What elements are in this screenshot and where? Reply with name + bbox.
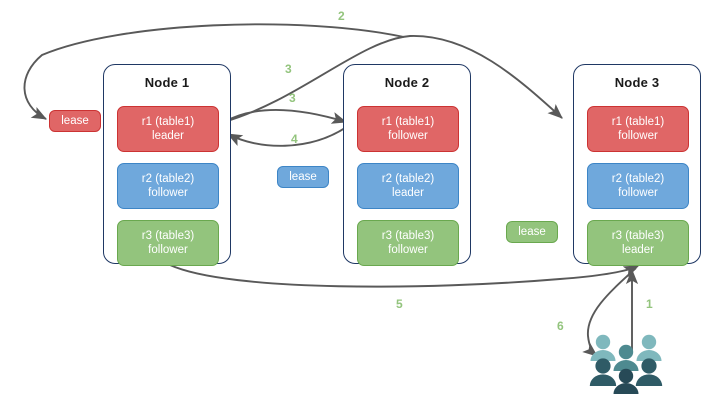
edge-4-path — [226, 125, 349, 147]
node-box-2[interactable]: Node 2 r1 (table1) follower r2 (table2) … — [343, 64, 471, 266]
edge-label-4: 4 — [291, 132, 298, 146]
replica-name: r2 (table2) — [381, 173, 435, 185]
replica-node1-r3[interactable]: r3 (table3) follower — [117, 220, 219, 266]
edge-label-2: 2 — [338, 9, 345, 23]
lease-label: lease — [61, 115, 89, 127]
replica-name: r2 (table2) — [611, 173, 665, 185]
edge-label-5: 5 — [396, 297, 403, 311]
edge-label-3-long: 3 — [285, 62, 292, 76]
lease-badge-table2[interactable]: lease — [277, 166, 329, 188]
people-group-icon — [589, 334, 663, 394]
replica-role: follower — [618, 130, 658, 142]
replica-role: follower — [148, 244, 188, 256]
replica-name: r1 (table1) — [381, 116, 435, 128]
replica-node2-r3[interactable]: r3 (table3) follower — [357, 220, 459, 266]
replica-role: follower — [618, 187, 658, 199]
node-box-3[interactable]: Node 3 r1 (table1) follower r2 (table2) … — [573, 64, 701, 266]
replica-name: r1 (table1) — [141, 116, 195, 128]
edge-label-6: 6 — [557, 319, 564, 333]
node-box-1[interactable]: Node 1 r1 (table1) leader r2 (table2) fo… — [103, 64, 231, 266]
replica-node3-r1[interactable]: r1 (table1) follower — [587, 106, 689, 152]
replica-node1-r2[interactable]: r2 (table2) follower — [117, 163, 219, 209]
node-title: Node 1 — [144, 75, 190, 90]
lease-badge-table1[interactable]: lease — [49, 110, 101, 132]
replica-node1-r1[interactable]: r1 (table1) leader — [117, 106, 219, 152]
edge-label-1: 1 — [646, 297, 653, 311]
replica-node2-r1[interactable]: r1 (table1) follower — [357, 106, 459, 152]
replica-node3-r3[interactable]: r3 (table3) leader — [587, 220, 689, 266]
replica-role: leader — [152, 130, 184, 142]
replica-role: follower — [148, 187, 188, 199]
node-title: Node 3 — [614, 75, 660, 90]
lease-label: lease — [518, 226, 546, 238]
edge-5-path — [169, 264, 640, 288]
replica-role: leader — [392, 187, 424, 199]
replica-role: follower — [388, 130, 428, 142]
replica-node3-r2[interactable]: r2 (table2) follower — [587, 163, 689, 209]
replica-role: leader — [622, 244, 654, 256]
replica-role: follower — [388, 244, 428, 256]
node-title: Node 2 — [384, 75, 430, 90]
replica-name: r2 (table2) — [141, 173, 195, 185]
lease-label: lease — [289, 171, 317, 183]
replica-node2-r2[interactable]: r2 (table2) leader — [357, 163, 459, 209]
replica-name: r3 (table3) — [381, 230, 435, 242]
replica-name: r3 (table3) — [141, 230, 195, 242]
replica-name: r3 (table3) — [611, 230, 665, 242]
replica-name: r1 (table1) — [611, 116, 665, 128]
lease-badge-table3[interactable]: lease — [506, 221, 558, 243]
edge-label-3-short: 3 — [289, 91, 296, 105]
edge-3-short-path — [223, 109, 348, 124]
